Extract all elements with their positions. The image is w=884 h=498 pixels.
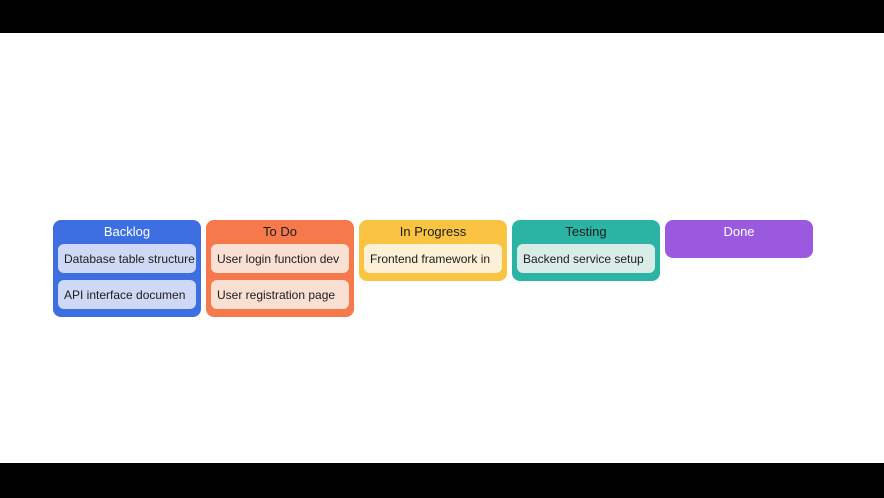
kanban-card-backlog-1[interactable]: API interface documen — [58, 280, 196, 309]
card-list — [670, 244, 808, 250]
kanban-column-done[interactable]: Done — [665, 220, 813, 258]
column-title: In Progress — [399, 224, 467, 239]
column-title: Backlog — [103, 224, 151, 239]
kanban-card-testing-0[interactable]: Backend service setup — [517, 244, 655, 273]
kanban-column-in-progress[interactable]: In Progress Frontend framework in — [359, 220, 507, 281]
kanban-column-testing[interactable]: Testing Backend service setup — [512, 220, 660, 281]
card-list: Backend service setup — [517, 244, 655, 273]
letterbox-top — [0, 0, 884, 33]
card-list: Frontend framework in — [364, 244, 502, 273]
letterbox-bottom — [0, 463, 884, 498]
column-title: Done — [723, 224, 755, 239]
column-title: Testing — [565, 224, 607, 239]
kanban-card-backlog-0[interactable]: Database table structure — [58, 244, 196, 273]
column-title: To Do — [263, 224, 297, 239]
kanban-card-in-progress-0[interactable]: Frontend framework in — [364, 244, 502, 273]
kanban-card-todo-0[interactable]: User login function dev — [211, 244, 349, 273]
kanban-card-todo-1[interactable]: User registration page — [211, 280, 349, 309]
